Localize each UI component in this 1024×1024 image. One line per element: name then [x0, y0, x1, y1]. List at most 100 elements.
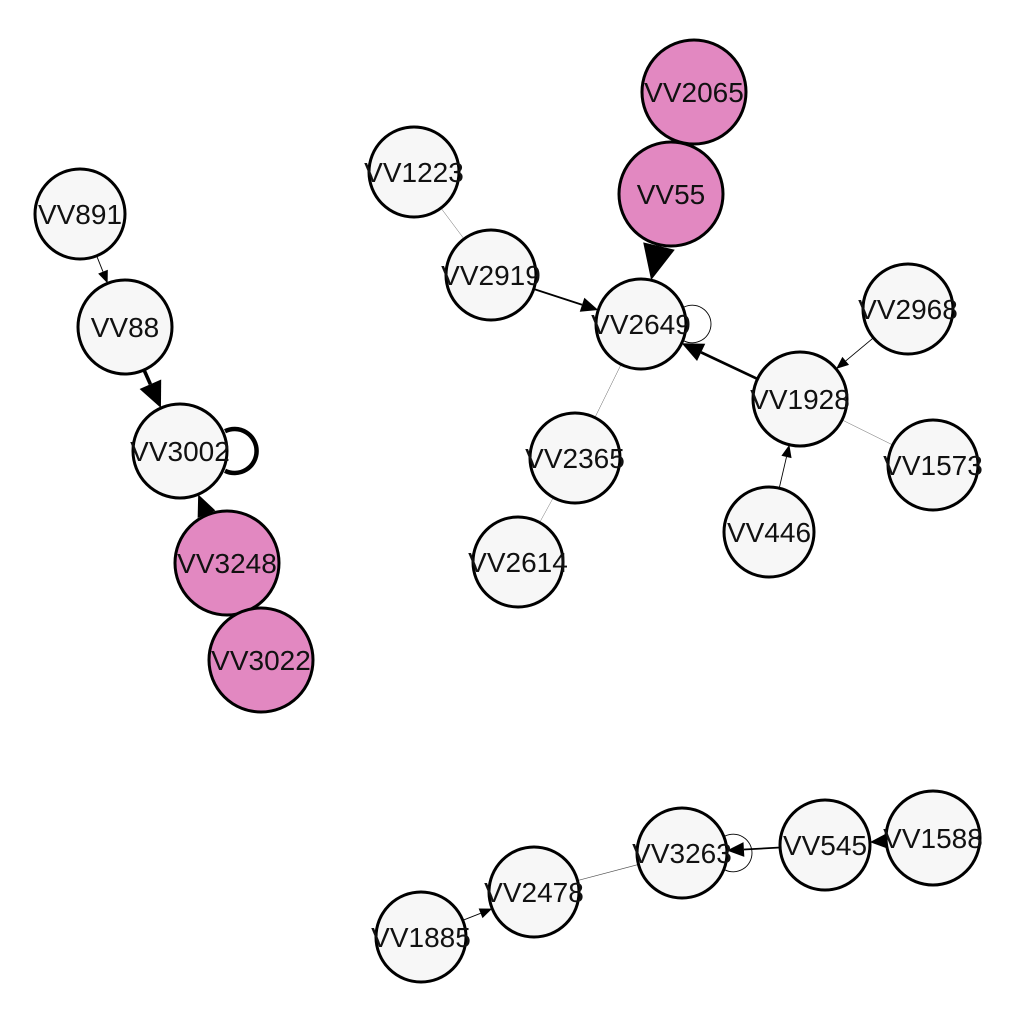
- arrowhead: [836, 356, 850, 369]
- node-VV545[interactable]: VV545: [778, 798, 872, 892]
- node-label: VV1573: [883, 450, 983, 481]
- node-circle: [751, 350, 849, 448]
- edge-line: [594, 364, 622, 418]
- arrowhead: [781, 444, 792, 459]
- self-loop: [724, 833, 753, 873]
- node-circle: [617, 140, 725, 248]
- arrowhead: [579, 297, 599, 312]
- node-circle: [861, 262, 955, 356]
- edge-VV446-VV1928: [778, 444, 792, 489]
- edge-VV2478-VV3263: [577, 864, 639, 881]
- nodes-layer: VV891VV88VV3002VV3248VV3022VV1223VV2919V…: [33, 38, 983, 984]
- node-VV1928[interactable]: VV1928: [750, 350, 850, 448]
- node-VV2649[interactable]: VV2649: [591, 277, 691, 371]
- node-label: VV88: [91, 312, 160, 343]
- node-circle: [487, 845, 581, 939]
- node-VV2614[interactable]: VV2614: [468, 515, 568, 609]
- edge-line: [577, 864, 639, 881]
- node-label: VV3002: [130, 436, 230, 467]
- edge-line: [142, 369, 153, 385]
- node-label: VV1928: [750, 384, 850, 415]
- node-label: VV446: [727, 517, 811, 548]
- node-label: VV2478: [484, 877, 584, 908]
- edge-line: [440, 207, 465, 240]
- node-circle: [635, 806, 729, 900]
- arrowhead: [726, 842, 745, 857]
- edge-VV1223-VV2919: [440, 207, 465, 240]
- arrowhead: [643, 242, 675, 281]
- edge-VV3263-VV3263: [724, 833, 753, 873]
- arrowhead: [98, 269, 108, 284]
- node-VV3002[interactable]: VV3002: [130, 402, 230, 500]
- edge-line: [845, 337, 874, 362]
- node-label: VV3022: [211, 645, 311, 676]
- node-VV1573[interactable]: VV1573: [883, 418, 983, 512]
- edge-line: [533, 288, 583, 306]
- edge-line: [743, 846, 781, 851]
- node-VV3022[interactable]: VV3022: [207, 606, 315, 714]
- edge-VV88-VV3002: [139, 369, 162, 409]
- node-VV55[interactable]: VV55: [617, 140, 725, 248]
- node-label: VV1588: [883, 823, 983, 854]
- node-VV2919[interactable]: VV2919: [441, 228, 541, 322]
- arrowhead: [478, 908, 493, 919]
- node-VV88[interactable]: VV88: [76, 278, 174, 376]
- node-label: VV2365: [525, 443, 625, 474]
- edge-line: [700, 351, 759, 381]
- edge-VV55-VV2649: [643, 242, 675, 281]
- node-VV1885[interactable]: VV1885: [371, 890, 471, 984]
- node-label: VV545: [783, 830, 867, 861]
- edge-VV2365-VV2649: [594, 364, 622, 418]
- node-circle: [76, 278, 174, 376]
- node-VV1588[interactable]: VV1588: [883, 789, 983, 887]
- self-loop: [224, 426, 259, 476]
- self-loop: [683, 304, 712, 344]
- node-circle: [886, 418, 980, 512]
- node-circle: [33, 167, 127, 261]
- node-circle: [594, 277, 688, 371]
- node-label: VV2649: [591, 309, 691, 340]
- edge-line: [842, 419, 893, 446]
- node-circle: [444, 228, 538, 322]
- edge-line: [539, 497, 554, 523]
- node-VV3248[interactable]: VV3248: [173, 509, 281, 617]
- node-VV2478[interactable]: VV2478: [484, 845, 584, 939]
- node-VV2968[interactable]: VV2968: [858, 262, 958, 356]
- node-VV3263[interactable]: VV3263: [632, 806, 732, 900]
- node-label: VV2614: [468, 547, 568, 578]
- node-label: VV2968: [858, 294, 958, 325]
- node-circle: [173, 509, 281, 617]
- edge-VV3002-VV3002: [224, 426, 259, 476]
- node-VV2365[interactable]: VV2365: [525, 411, 625, 505]
- edge-VV2649-VV2649: [683, 304, 712, 344]
- node-label: VV2065: [644, 77, 744, 108]
- node-label: VV55: [637, 179, 706, 210]
- edge-VV2614-VV2365: [539, 497, 554, 523]
- node-circle: [367, 125, 461, 219]
- edge-line: [778, 456, 787, 489]
- node-label: VV2919: [441, 260, 541, 291]
- node-VV1223[interactable]: VV1223: [364, 125, 464, 219]
- node-VV2065[interactable]: VV2065: [640, 38, 748, 146]
- node-circle: [884, 789, 982, 887]
- edge-line: [96, 255, 104, 272]
- edge-line: [462, 912, 481, 921]
- node-circle: [722, 485, 816, 579]
- node-label: VV1885: [371, 922, 471, 953]
- edge-VV1573-VV1928: [842, 419, 893, 446]
- edge-VV2919-VV2649: [533, 288, 599, 312]
- edge-VV1928-VV2649: [681, 343, 759, 381]
- node-circle: [207, 606, 315, 714]
- node-label: VV1223: [364, 157, 464, 188]
- node-circle: [528, 411, 622, 505]
- node-circle: [374, 890, 468, 984]
- node-label: VV891: [38, 199, 122, 230]
- edge-VV1885-VV2478: [462, 908, 493, 921]
- edge-VV891-VV88: [96, 255, 108, 284]
- node-VV446[interactable]: VV446: [722, 485, 816, 579]
- edge-VV2968-VV1928: [836, 337, 874, 369]
- node-VV891[interactable]: VV891: [33, 167, 127, 261]
- node-label: VV3263: [632, 838, 732, 869]
- node-circle: [131, 402, 229, 500]
